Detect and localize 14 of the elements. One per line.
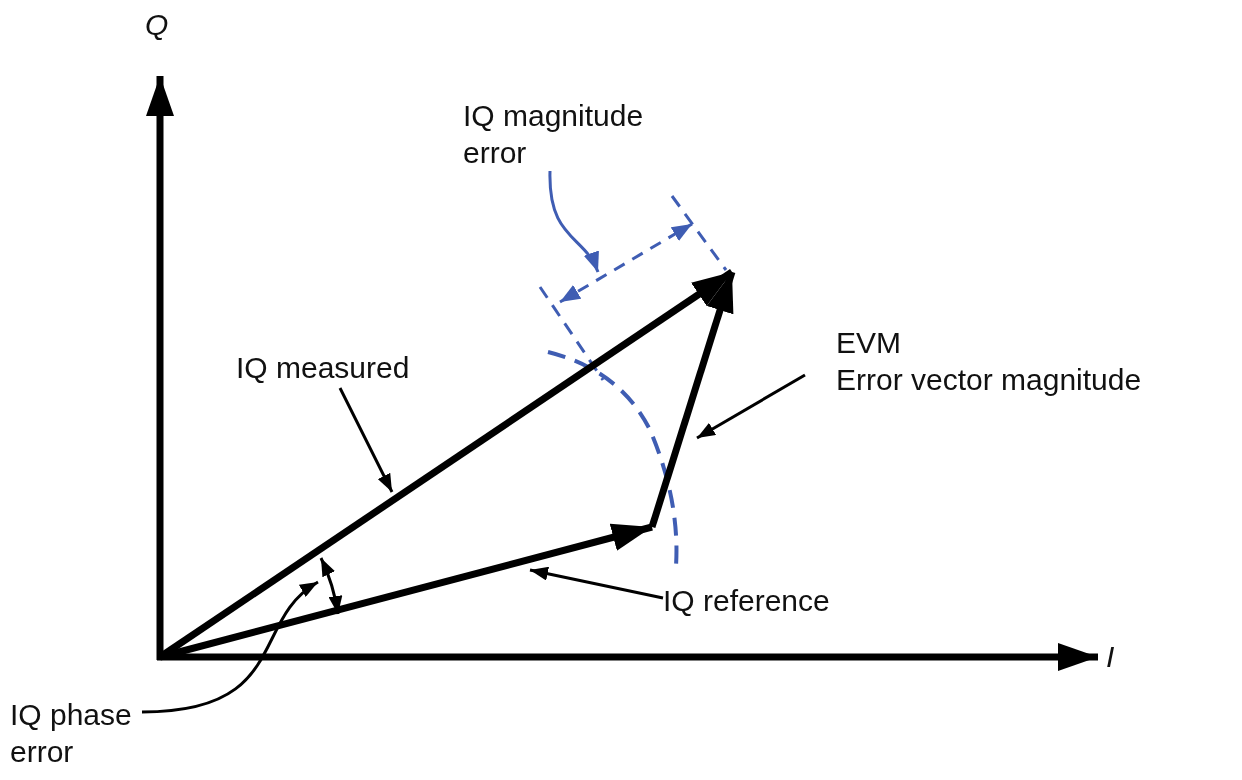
leader-line: [548, 170, 600, 273]
callout-label: IQ reference: [663, 583, 831, 619]
callout-label: IQ magnitude error: [463, 98, 645, 171]
leader-line: [696, 373, 806, 440]
leader-line: [529, 566, 664, 600]
callout-label: IQ phase error: [10, 697, 133, 770]
callout-label: IQ measured: [236, 350, 411, 386]
axis-label: Q: [145, 8, 169, 42]
callout-label: Error vector magnitude: [836, 361, 1143, 398]
dimension-arrow: [559, 222, 693, 304]
leader-line: [338, 387, 394, 493]
callout-label: EVM: [836, 325, 902, 361]
axis-label: I: [1106, 640, 1115, 674]
leader-line: [141, 580, 319, 714]
